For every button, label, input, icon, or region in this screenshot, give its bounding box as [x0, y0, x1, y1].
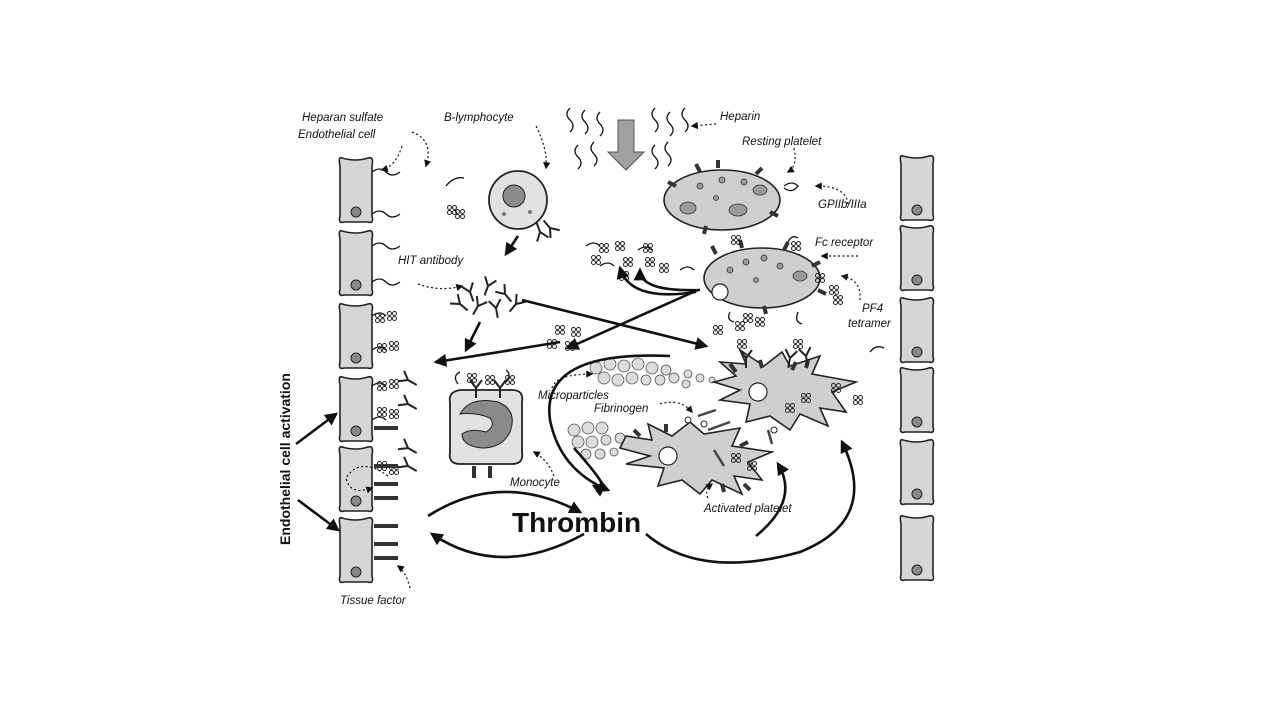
resting-platelet-cell [663, 160, 799, 235]
label-endothelial-cell-activation: Endothelial cell activation [277, 373, 293, 545]
label-endothelial-cell: Endothelial cell [298, 129, 376, 141]
free-pf4-molecules [547, 241, 843, 351]
label-thrombin: Thrombin [512, 507, 641, 538]
label-b-lymphocyte: B-lymphocyte [444, 112, 514, 124]
label-hit-antibody: HIT antibody [398, 255, 464, 267]
label-resting-platelet: Resting platelet [742, 136, 822, 148]
microparticles-cluster [567, 357, 716, 460]
left-endothelial-wall [338, 156, 374, 584]
label-microparticles: Microparticles [538, 390, 609, 402]
label-monocyte: Monocyte [510, 477, 560, 489]
fc-receptor-platelet [703, 235, 839, 327]
right-endothelial-wall [899, 154, 935, 582]
label-heparan-sulfate: Heparan sulfate [302, 112, 383, 124]
label-pf4: PF4 [862, 303, 883, 315]
hit-antibody-cluster [449, 275, 527, 320]
tissue-factor-bars [374, 426, 398, 560]
label-tetramer: tetramer [848, 318, 892, 330]
label-gpiib-iiia: GPIIb/IIIa [818, 199, 867, 211]
label-activated-platelet: Activated platelet [703, 503, 792, 515]
b-lymphocyte-cell [488, 170, 561, 243]
label-tissue-factor: Tissue factor [340, 595, 407, 607]
label-fibrinogen: Fibrinogen [594, 403, 648, 415]
activated-platelets [618, 339, 863, 496]
heparin-molecules [566, 107, 689, 170]
label-leader-lines [345, 121, 861, 589]
monocyte-cell [448, 369, 524, 478]
pathway-arrows [295, 235, 856, 564]
label-heparin: Heparin [720, 111, 760, 123]
heparin-block-arrow [606, 119, 646, 171]
label-fc-receptor: Fc receptor [815, 237, 874, 249]
